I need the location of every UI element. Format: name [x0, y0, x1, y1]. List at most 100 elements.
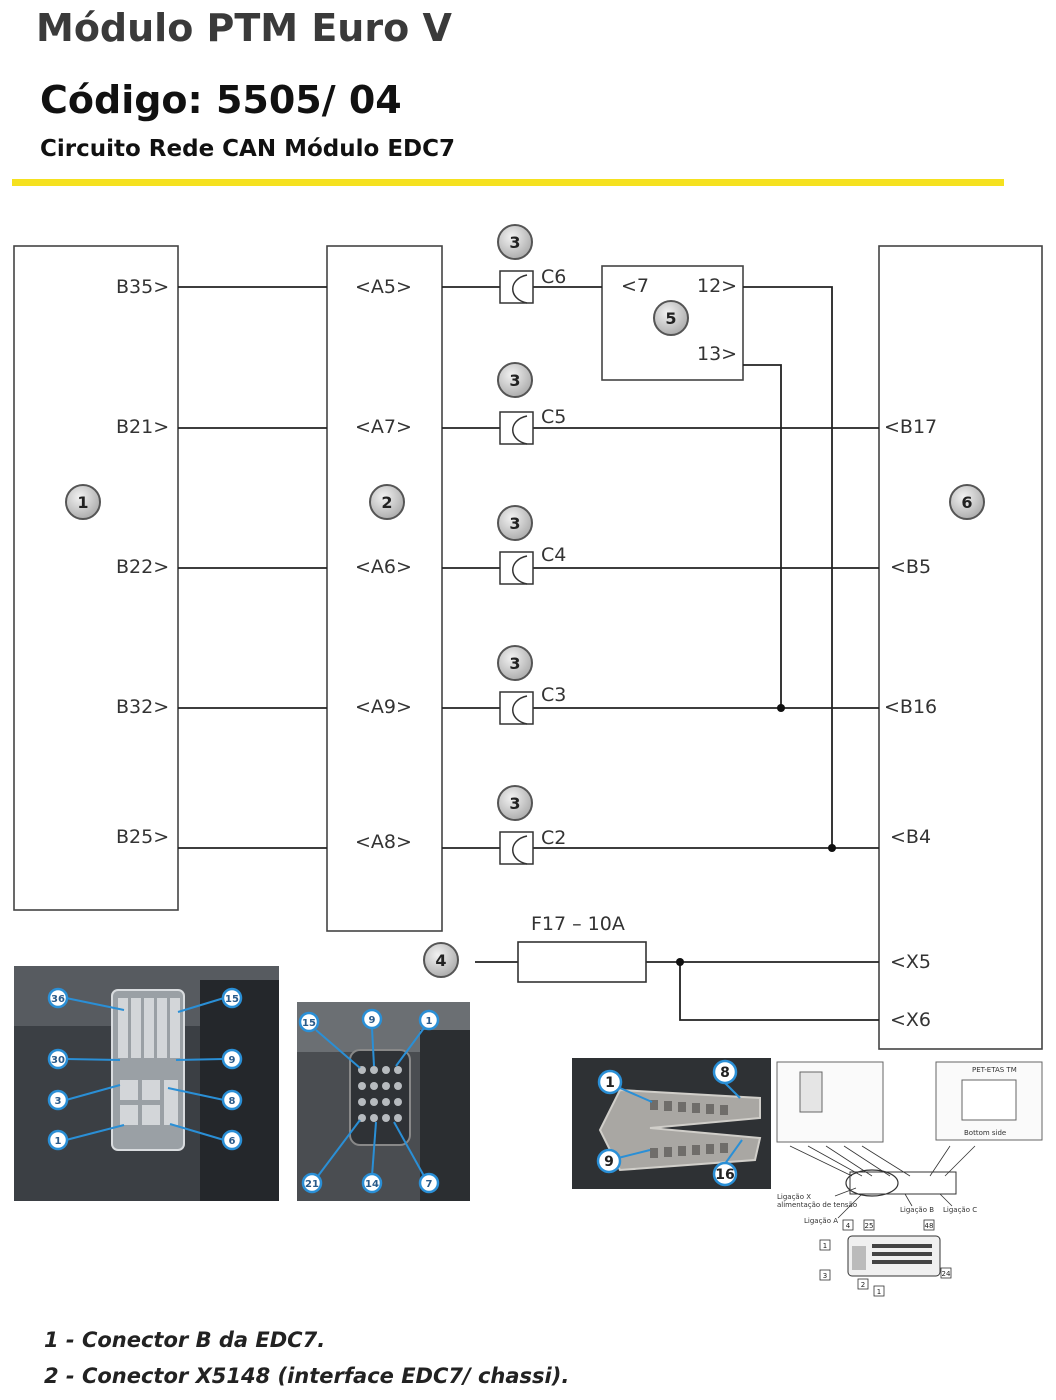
ligacao-c-label: Ligação C — [943, 1206, 977, 1214]
svg-text:9: 9 — [229, 1055, 236, 1066]
module-1-box — [13, 245, 179, 911]
svg-text:5: 5 — [665, 309, 676, 328]
junction-dot — [777, 704, 785, 712]
module-5-box — [601, 265, 744, 381]
svg-text:3: 3 — [509, 233, 520, 252]
wiring-diagram: F17 – 10A C6 C5 C4 C3 C2 B35> B21> B22> … — [13, 224, 1043, 1297]
yellow-divider — [12, 179, 1004, 186]
connector-label: C5 — [541, 406, 566, 428]
code-heading: Código: 5505/ 04 — [40, 78, 402, 122]
photo-connector-x5148: 15 9 1 21 14 7 — [297, 1002, 470, 1201]
legend-item-1: 1 - Conector B da EDC7. — [44, 1328, 326, 1352]
wires-left — [178, 286, 327, 849]
callout-1: 1 — [65, 484, 101, 520]
svg-text:8: 8 — [720, 1065, 730, 1081]
svg-text:24: 24 — [942, 1270, 951, 1278]
svg-text:3: 3 — [55, 1096, 62, 1107]
module-1-pin: B25> — [116, 826, 169, 848]
svg-text:3: 3 — [509, 371, 520, 390]
svg-text:3: 3 — [509, 514, 520, 533]
svg-text:14: 14 — [365, 1179, 379, 1190]
connector-label: C3 — [541, 684, 566, 706]
ligacao-b-label: Ligação B — [900, 1206, 934, 1214]
callout-6: 6 — [949, 484, 985, 520]
svg-text:9: 9 — [369, 1015, 376, 1026]
callout-3: 3 — [497, 785, 533, 821]
circuit-subtitle: Circuito Rede CAN Módulo EDC7 — [40, 136, 456, 162]
photo-connector-b: 36 15 30 9 3 8 1 6 — [14, 966, 279, 1201]
module-2-pin: <A9> — [355, 696, 412, 718]
module-6-pin: <X5 — [890, 951, 931, 973]
pin-number-boxes — [819, 1219, 952, 1297]
svg-text:3: 3 — [823, 1272, 827, 1280]
svg-text:1: 1 — [605, 1075, 615, 1091]
module-6-box — [878, 245, 1043, 1050]
svg-text:30: 30 — [51, 1055, 65, 1066]
callout-3: 3 — [497, 645, 533, 681]
svg-text:1: 1 — [877, 1288, 881, 1296]
module-1-pin: B21> — [116, 416, 169, 438]
svg-text:1: 1 — [823, 1242, 827, 1250]
junction-dot — [676, 958, 684, 966]
module-2-pin: <A6> — [355, 556, 412, 578]
svg-text:16: 16 — [715, 1167, 734, 1183]
svg-text:4: 4 — [846, 1222, 851, 1230]
module-5-pin: 12> — [697, 275, 737, 297]
module-2-box — [326, 245, 443, 932]
module-6-pin: <B4 — [890, 826, 931, 848]
junction-dot — [828, 844, 836, 852]
callout-4: 4 — [423, 942, 459, 978]
legend-item-2: 2 - Conector X5148 (interface EDC7/ chas… — [44, 1364, 570, 1388]
svg-text:6: 6 — [961, 493, 972, 512]
module-2-pin: <A5> — [355, 276, 412, 298]
module-5-pin: 13> — [697, 343, 737, 365]
ligacao-x-label: Ligação X — [777, 1193, 811, 1201]
fuse-label: F17 – 10A — [531, 913, 625, 935]
svg-text:6: 6 — [229, 1136, 236, 1147]
svg-text:2: 2 — [381, 493, 392, 512]
module-1-pin: B22> — [116, 556, 169, 578]
svg-text:36: 36 — [51, 994, 65, 1005]
svg-text:21: 21 — [305, 1179, 319, 1190]
svg-text:25: 25 — [865, 1222, 874, 1230]
svg-text:3: 3 — [509, 654, 520, 673]
page-title: Módulo PTM Euro V — [36, 6, 452, 50]
connector-label: C4 — [541, 544, 566, 566]
module-2-pin: <A7> — [355, 416, 412, 438]
panel-bottom-label: Bottom side — [964, 1129, 1006, 1137]
module-6-pin: <B5 — [890, 556, 931, 578]
svg-text:1: 1 — [426, 1016, 433, 1027]
callout-3: 3 — [497, 224, 533, 260]
svg-text:9: 9 — [604, 1154, 614, 1170]
module-5-pin: <7 — [621, 275, 649, 297]
svg-text:4: 4 — [435, 951, 446, 970]
module-2-pin: <A8> — [355, 831, 412, 853]
callout-3: 3 — [497, 362, 533, 398]
module-1-pin: B32> — [116, 696, 169, 718]
callout-3: 3 — [497, 505, 533, 541]
callout-2: 2 — [369, 484, 405, 520]
ligacao-a-label: Ligação A — [804, 1217, 838, 1225]
svg-text:15: 15 — [302, 1018, 316, 1029]
connector-symbols — [499, 270, 534, 865]
svg-text:1: 1 — [55, 1136, 62, 1147]
svg-text:48: 48 — [925, 1222, 934, 1230]
module-1-pin: B35> — [116, 276, 169, 298]
callout-5: 5 — [653, 300, 689, 336]
svg-text:7: 7 — [426, 1179, 433, 1190]
module-6-pin: <B16 — [884, 696, 937, 718]
svg-text:15: 15 — [225, 994, 239, 1005]
svg-text:8: 8 — [229, 1096, 236, 1107]
svg-text:1: 1 — [77, 493, 88, 512]
connector-label: C6 — [541, 266, 566, 288]
svg-text:2: 2 — [861, 1281, 865, 1289]
module-6-pin: <B17 — [884, 416, 937, 438]
fuse-f17 — [517, 941, 647, 983]
module-housing-illustration — [776, 1061, 1043, 1277]
module-6-pin: <X6 — [890, 1009, 931, 1031]
ligacao-x-sub-label: alimentação de tensão — [777, 1201, 857, 1209]
svg-text:3: 3 — [509, 794, 520, 813]
photo-connector-closeup: 1 8 9 16 — [572, 1058, 771, 1189]
connector-label: C2 — [541, 827, 566, 849]
panel-header: PET-ETAS TM — [972, 1066, 1017, 1074]
